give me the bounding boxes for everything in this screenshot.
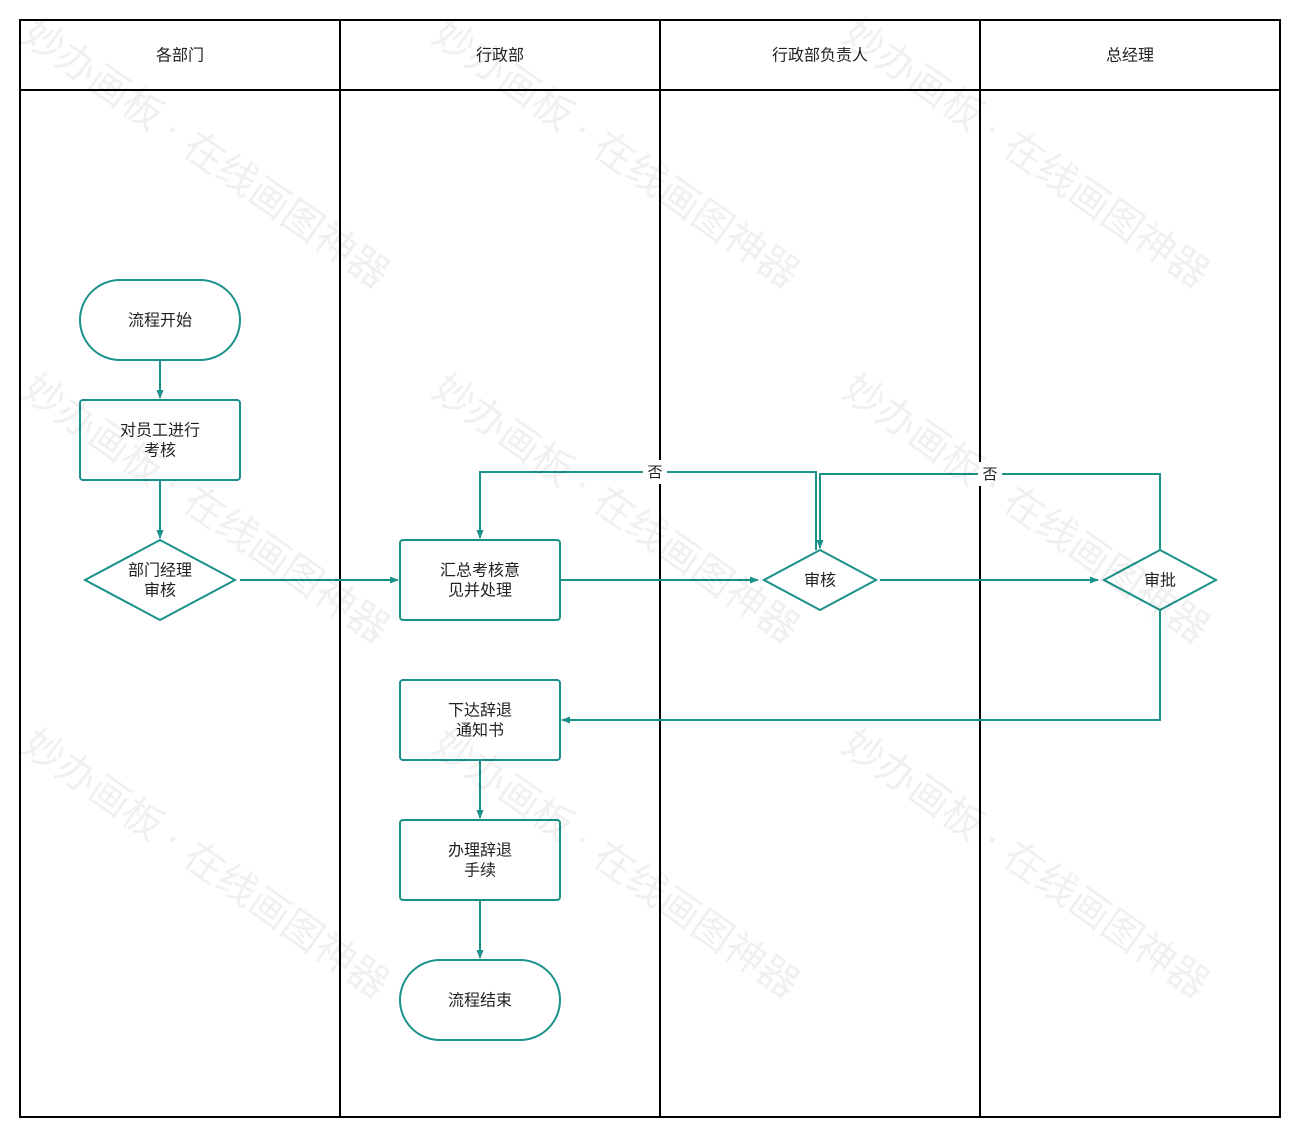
node-gm-approve-label: 审批 <box>1144 571 1176 590</box>
watermark-text: · 在线画图神器 <box>154 818 398 1008</box>
watermark-text: · 在线画图神器 <box>564 463 808 653</box>
node-head-review[interactable] <box>761 548 879 612</box>
node-gm-approve[interactable] <box>1101 548 1219 612</box>
node-start[interactable] <box>79 279 241 361</box>
pool-border <box>19 19 1281 1118</box>
watermark-text: 妙办画板 <box>834 11 991 140</box>
edge-gm-to-notice <box>561 610 1161 724</box>
node-end[interactable] <box>399 959 561 1041</box>
watermark-text: · 在线画图神器 <box>974 818 1218 1008</box>
watermark-text: 妙办画板 <box>424 366 581 495</box>
edge-label-bg <box>978 462 1002 486</box>
watermark-text: 妙办画板 <box>424 11 581 140</box>
node-assess-staff[interactable] <box>79 399 241 481</box>
lane-title-dept: 各部门 <box>156 46 204 65</box>
node-dept-review[interactable] <box>82 538 238 622</box>
lane-title-admin-head: 行政部负责人 <box>772 46 868 65</box>
watermark-text: 妙办画板 <box>834 366 991 495</box>
watermark-text: · 在线画图神器 <box>154 108 398 298</box>
watermark-text: 妙办画板 <box>14 11 171 140</box>
connectors <box>156 360 1161 959</box>
nodes <box>79 279 1219 1041</box>
node-head-review-label: 审核 <box>804 571 836 590</box>
node-issue-notice-label-2: 通知书 <box>456 721 504 740</box>
watermark: 妙办画板 · 在线画图神器 妙办画板 · 在线画图神器 妙办画板 · 在线画图神… <box>14 11 1217 1008</box>
node-issue-notice-label-1: 下达辞退 <box>448 701 512 720</box>
node-assess-staff-label-1: 对员工进行 <box>120 421 200 440</box>
node-start-label: 流程开始 <box>128 311 192 330</box>
node-process-label-2: 手续 <box>464 861 496 880</box>
node-dept-review-label-2: 审核 <box>144 581 176 600</box>
node-process-label-1: 办理辞退 <box>448 841 512 860</box>
watermark-text: · 在线画图神器 <box>564 818 808 1008</box>
edge-labels: 否 否 <box>643 460 1002 486</box>
watermark-text: · 在线画图神器 <box>974 463 1218 653</box>
node-summarize-label-2: 见并处理 <box>448 581 512 600</box>
node-dept-review-label-1: 部门经理 <box>128 561 192 580</box>
lane-title-admin: 行政部 <box>476 46 524 65</box>
edge-label-head-no: 否 <box>647 463 662 481</box>
watermark-text: · 在线画图神器 <box>564 108 808 298</box>
edge-label-bg <box>643 460 667 484</box>
node-summarize[interactable] <box>399 539 561 621</box>
node-assess-staff-label-2: 考核 <box>144 441 176 460</box>
node-summarize-label-1: 汇总考核意 <box>440 561 520 580</box>
watermark-text: 妙办画板 <box>14 721 171 850</box>
swimlane-grid <box>19 19 1281 1118</box>
edge-label-gm-no: 否 <box>982 465 997 483</box>
watermark-text: 妙办画板 <box>834 721 991 850</box>
watermark-text: · 在线画图神器 <box>974 108 1218 298</box>
lane-title-gm: 总经理 <box>1106 46 1154 65</box>
node-end-label: 流程结束 <box>448 991 512 1010</box>
lane-headers: 各部门 行政部 行政部负责人 总经理 <box>156 46 1154 65</box>
node-issue-notice[interactable] <box>399 679 561 761</box>
node-labels: 流程开始 对员工进行 考核 部门经理 审核 汇总考核意 见并处理 审核 审批 下… <box>120 311 1176 1010</box>
node-process[interactable] <box>399 819 561 901</box>
